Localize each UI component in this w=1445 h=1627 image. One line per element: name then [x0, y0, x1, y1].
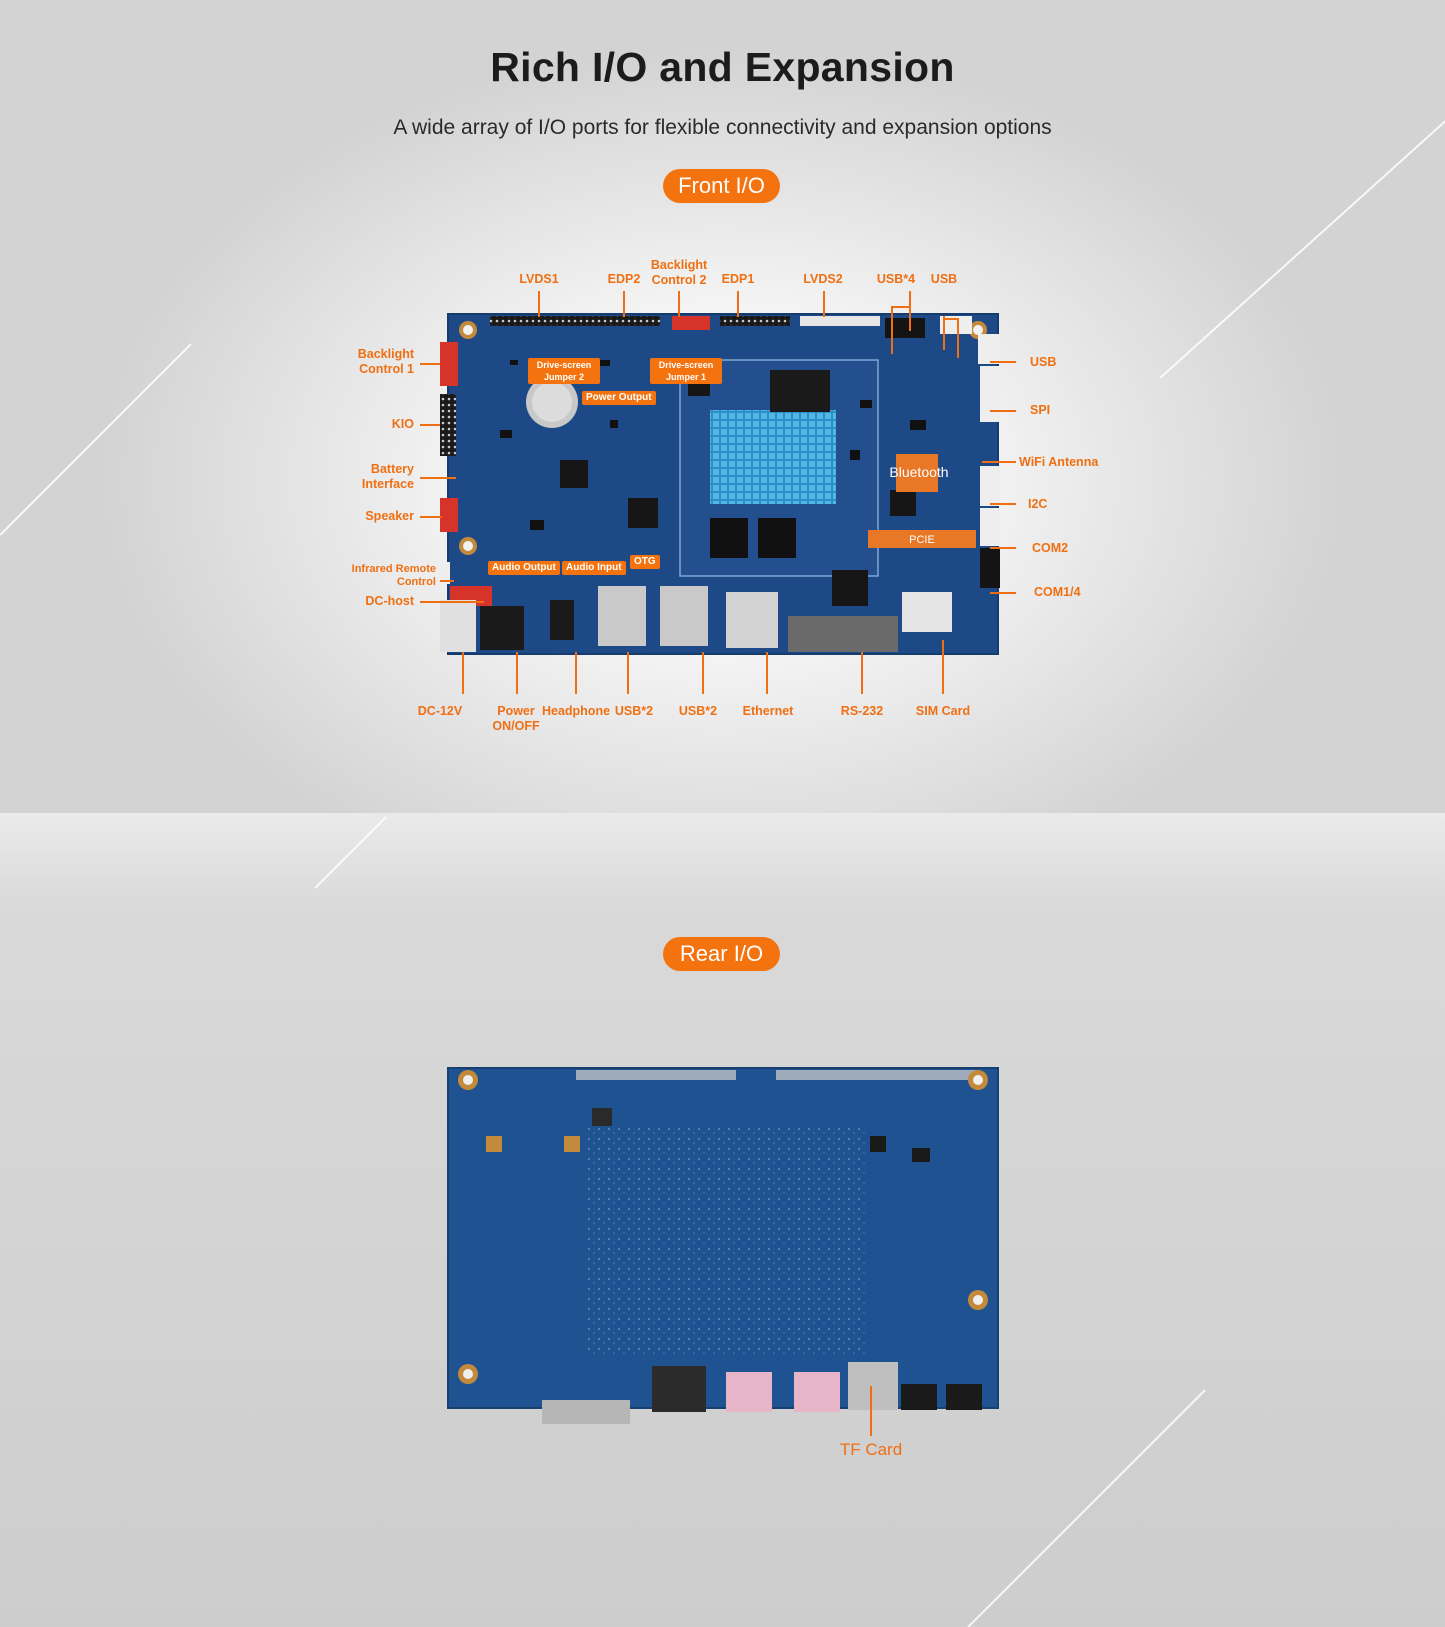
- pcie-label: PCIE: [909, 534, 935, 546]
- leader-line: [823, 291, 825, 317]
- rear-board-image: [447, 1067, 999, 1424]
- front-io-badge: Front I/O: [663, 169, 780, 203]
- label-usb-4: USB*4: [876, 272, 916, 286]
- leader-line: [420, 477, 456, 479]
- label-com1-4: COM1/4: [1034, 585, 1081, 599]
- bluetooth-label: Bluetooth: [889, 464, 948, 480]
- label-usb-right: USB: [1030, 355, 1057, 369]
- audio-output-tag: Audio Output: [488, 561, 560, 575]
- leader-line: [420, 516, 442, 518]
- leader-line: [623, 291, 625, 317]
- label-usb-2-b: USB*2: [678, 704, 718, 718]
- label-backlight-control-1: Backlight Control 1: [357, 347, 414, 376]
- leader-line: [942, 640, 944, 694]
- leader-line: [957, 318, 959, 358]
- label-com2: COM2: [1032, 541, 1069, 555]
- leader-line: [990, 410, 1016, 412]
- label-kio: KIO: [391, 417, 414, 431]
- label-power-on-off: Power ON/OFF: [492, 704, 540, 733]
- label-headphone: Headphone: [541, 704, 611, 718]
- leader-line: [990, 592, 1016, 594]
- rear-io-badge: Rear I/O: [663, 937, 780, 971]
- label-usb-top: USB: [930, 272, 958, 286]
- leader-line: [766, 652, 768, 694]
- label-spi: SPI: [1030, 403, 1051, 417]
- label-battery-interface: Battery Interface: [361, 462, 414, 491]
- page-title: Rich I/O and Expansion: [490, 44, 955, 90]
- leader-line: [538, 291, 540, 317]
- label-dc-12v: DC-12V: [417, 704, 463, 718]
- label-usb-2-a: USB*2: [614, 704, 654, 718]
- label-backlight-control-2: Backlight Control 2: [650, 258, 708, 287]
- label-edp2: EDP2: [607, 272, 641, 286]
- label-dc-host: DC-host: [365, 594, 414, 608]
- leader-line: [982, 461, 1016, 463]
- leader-line: [891, 306, 911, 308]
- label-ethernet: Ethernet: [742, 704, 794, 718]
- leader-line: [891, 306, 893, 354]
- leader-line: [737, 291, 739, 317]
- label-rs-232: RS-232: [840, 704, 884, 718]
- label-lvds2: LVDS2: [803, 272, 843, 286]
- leader-line: [943, 316, 945, 350]
- leader-line: [943, 318, 959, 320]
- leader-line: [990, 547, 1016, 549]
- leader-line: [627, 652, 629, 694]
- label-tf-card: TF Card: [839, 1440, 903, 1459]
- leader-line: [861, 652, 863, 694]
- leader-line: [702, 652, 704, 694]
- label-infrared-remote-control: Infrared Remote Control: [351, 563, 436, 588]
- leader-line: [990, 503, 1016, 505]
- drive-screen-jumper-1-tag: Drive-screen Jumper 1: [650, 358, 722, 384]
- leader-line: [462, 652, 464, 694]
- leader-line: [516, 652, 518, 694]
- label-wifi-antenna: WiFi Antenna: [1019, 455, 1099, 469]
- label-sim-card: SIM Card: [915, 704, 971, 718]
- label-speaker: Speaker: [365, 509, 414, 523]
- leader-line: [870, 1386, 872, 1436]
- leader-line: [990, 361, 1016, 363]
- label-lvds1: LVDS1: [519, 272, 559, 286]
- drive-screen-jumper-2-tag: Drive-screen Jumper 2: [528, 358, 600, 384]
- front-board-image: Bluetooth PCIE: [440, 313, 1000, 655]
- leader-line: [440, 580, 454, 582]
- leader-line: [420, 363, 440, 365]
- leader-line: [575, 652, 577, 694]
- leader-line: [420, 424, 440, 426]
- label-edp1: EDP1: [721, 272, 755, 286]
- audio-input-tag: Audio Input: [562, 561, 626, 575]
- otg-tag: OTG: [630, 555, 660, 569]
- page-subtitle: A wide array of I/O ports for flexible c…: [393, 116, 1052, 139]
- leader-line: [678, 291, 680, 317]
- leader-line: [420, 601, 484, 603]
- label-i2c: I2C: [1028, 497, 1048, 511]
- power-output-tag: Power Output: [582, 391, 656, 405]
- leader-line: [909, 291, 911, 331]
